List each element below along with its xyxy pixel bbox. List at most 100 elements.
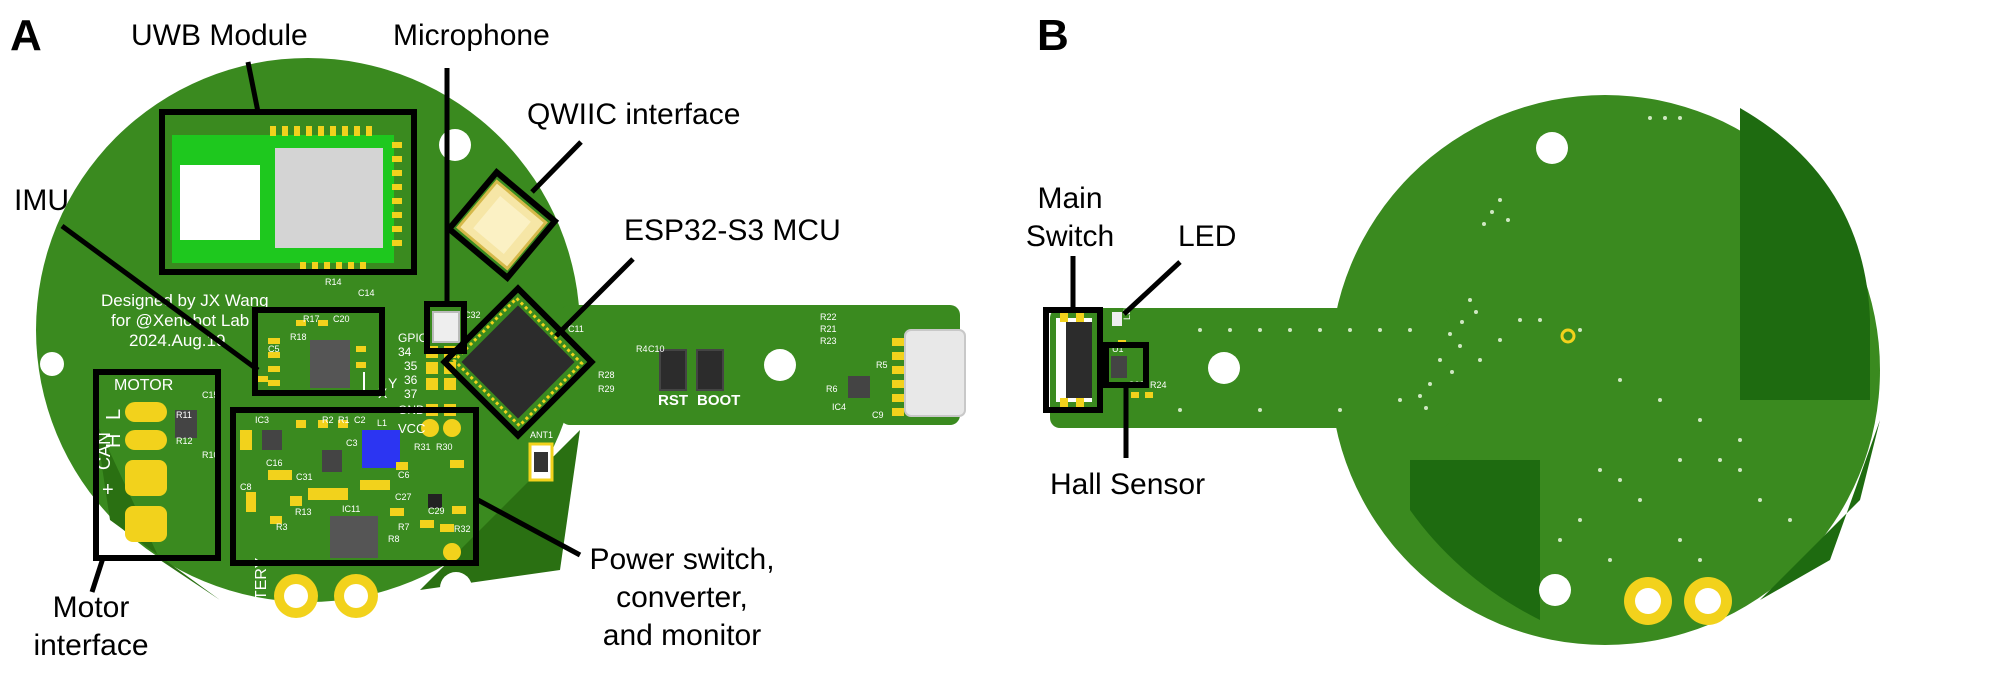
- antenna-core: [534, 452, 548, 472]
- fiducial: [1560, 328, 1576, 344]
- ref-r21: R21: [820, 324, 837, 334]
- ref-c3: C3: [346, 438, 358, 448]
- power-ic: [330, 516, 378, 558]
- label-power-1: Power switch,: [589, 543, 774, 576]
- ref-c29: C29: [428, 506, 445, 516]
- imu-box: [252, 307, 385, 396]
- esp32-leader: [554, 257, 635, 338]
- ref-c2: C2: [354, 415, 366, 425]
- battery-pad-b2-hole: [1695, 588, 1721, 614]
- main-switch-pads: [1060, 312, 1084, 408]
- battery-pad-b1-hole: [1635, 588, 1661, 614]
- power-leader: [474, 496, 582, 558]
- silk-can-l: L: [103, 409, 125, 420]
- mounting-hole: [1921, 354, 1949, 382]
- label-esp32-mcu: ESP32-S3 MCU: [624, 214, 841, 247]
- panel-label-b: B: [1037, 11, 1069, 60]
- ref-r17: R17: [303, 314, 320, 324]
- ref-c32: C32: [464, 310, 481, 320]
- power-inductor: [362, 430, 400, 468]
- ref-r32: R32: [454, 524, 471, 534]
- mounting-hole: [440, 572, 472, 604]
- mounting-hole: [40, 352, 64, 376]
- main-switch-body: [1066, 322, 1092, 398]
- label-main-switch-2: Switch: [1026, 220, 1114, 253]
- label-uwb-module: UWB Module: [131, 19, 308, 52]
- board-b-stem: [1050, 308, 1450, 428]
- uwb-module-pads: [270, 126, 402, 272]
- power-ic-3: [322, 450, 342, 472]
- rst-button: [659, 349, 687, 391]
- ref-c20: C20: [333, 314, 350, 324]
- motor-interface-box: [93, 369, 221, 561]
- ref-r31: R31: [414, 442, 431, 452]
- label-power-3: and monitor: [603, 619, 761, 652]
- ref-c9: C9: [872, 410, 884, 420]
- power-passives: [240, 420, 466, 532]
- ref-c16: C16: [266, 458, 283, 468]
- ref-r26: R26: [388, 598, 405, 608]
- uwb-module-shield: [275, 148, 383, 248]
- label-qwiic-interface: QWIIC interface: [527, 98, 740, 131]
- label-led: LED: [1178, 220, 1236, 253]
- ref-l1: L1: [377, 418, 387, 428]
- microphone-part: [432, 311, 460, 343]
- ref-r12: R12: [176, 436, 193, 446]
- usb-c-pads: [892, 338, 904, 416]
- ref-ic3: IC3: [255, 415, 269, 425]
- label-motor-interface-2: interface: [33, 629, 148, 662]
- esp32-box: [440, 284, 596, 440]
- silk-battery-minus: -: [290, 622, 300, 655]
- ref-r2: R2: [322, 415, 334, 425]
- mounting-hole: [764, 349, 796, 381]
- led-leader: [1122, 260, 1182, 316]
- usb-c-connector: [904, 329, 966, 417]
- panel-b-leaders: [1070, 256, 1182, 458]
- uwb-module-antenna-area: [180, 165, 260, 240]
- ref-r24: R24: [1150, 380, 1167, 390]
- vias: [1178, 116, 1792, 562]
- ref-ic11: IC11: [342, 504, 360, 514]
- power-box: [230, 407, 479, 566]
- silk-gpio-34: 34: [398, 345, 412, 359]
- board-b-pour-bottom-left: [1410, 460, 1540, 620]
- silk-motor: MOTOR: [114, 377, 173, 394]
- battery-pad-plus-hole: [344, 584, 368, 608]
- ref-r7: R7: [398, 522, 410, 532]
- ref-c5: C5: [268, 344, 280, 354]
- panel-label-a: A: [10, 11, 42, 60]
- ref-c31: C31: [296, 472, 313, 482]
- label-power-2: converter,: [616, 581, 748, 614]
- panel-a-leaders: [60, 61, 635, 593]
- ref-u1: U1: [1112, 344, 1124, 354]
- ref-c11: C11: [568, 324, 584, 334]
- silk-motor-plus: +: [102, 479, 114, 501]
- silk-designer-1: Designed by JX Wang: [101, 291, 269, 310]
- uwb-module-box: [159, 109, 417, 275]
- ref-r5: R5: [876, 360, 888, 370]
- board-a-copper-pour-left: [95, 420, 220, 600]
- ref-ic4: IC4: [832, 402, 846, 412]
- boot-button: [696, 349, 724, 391]
- ref-r4: R4: [636, 344, 648, 354]
- silk-rst: RST: [658, 392, 688, 409]
- ref-c24: C24: [388, 610, 405, 620]
- mounting-hole: [159, 576, 187, 604]
- ref-c6: C6: [398, 470, 410, 480]
- panel-b-board: U1 C28 R24 LED: [1050, 95, 1949, 645]
- label-imu: IMU: [14, 184, 69, 217]
- silk-battery: BATTERY: [253, 557, 270, 630]
- panel-a-board: R14 C14 QWIIC C32 C11 R17 C20 R18 C5: [36, 58, 966, 655]
- qwiic-leader: [530, 140, 583, 194]
- mounting-hole: [1536, 132, 1568, 164]
- power-pads: [421, 419, 461, 561]
- imu-passives: [258, 320, 366, 386]
- silk-battery-plus: +: [344, 622, 362, 655]
- label-hall-sensor: Hall Sensor: [1050, 468, 1205, 501]
- uwb-leader: [245, 61, 261, 113]
- silk-can-h: H: [103, 434, 125, 448]
- power-ic-2: [262, 430, 282, 450]
- ref-r13: R13: [295, 507, 312, 517]
- ref-r6: R6: [826, 384, 838, 394]
